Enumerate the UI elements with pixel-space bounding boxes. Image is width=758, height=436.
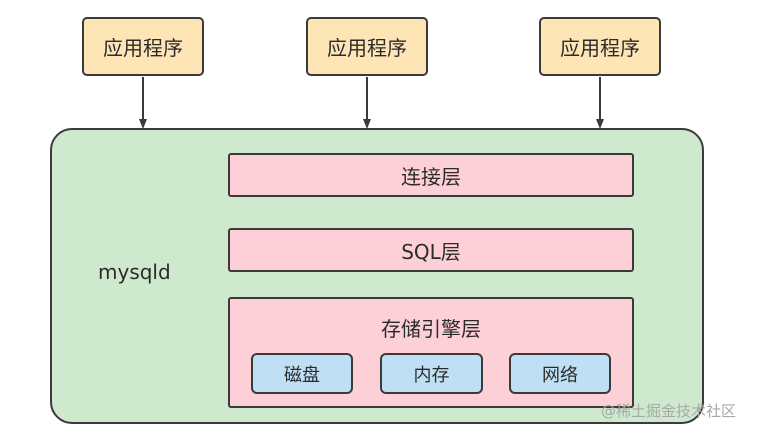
storage-item-disk: 磁盘 (251, 353, 353, 394)
app-box-1-label: 应用程序 (103, 36, 183, 60)
watermark: @稀土掘金技术社区 (601, 402, 737, 420)
sql-layer-label: SQL层 (401, 239, 461, 264)
sql-layer: SQL层 (228, 228, 634, 272)
app-box-3-label: 应用程序 (560, 36, 640, 60)
storage-item-memory: 内存 (380, 353, 483, 394)
app-box-2: 应用程序 (306, 17, 428, 76)
storage-item-disk-label: 磁盘 (284, 364, 320, 386)
app-box-3: 应用程序 (539, 17, 661, 76)
storage-engine-layer-label: 存储引擎层 (381, 317, 481, 341)
storage-engine-layer: 存储引擎层 磁盘 内存 网络 (228, 297, 634, 408)
mysqld-label: mysqld (98, 260, 171, 284)
storage-item-memory-label: 内存 (413, 364, 450, 386)
connection-layer-label: 连接层 (401, 164, 461, 189)
storage-item-network-label: 网络 (542, 364, 578, 386)
app-box-1: 应用程序 (82, 17, 204, 76)
connection-layer: 连接层 (228, 153, 634, 197)
app-box-2-label: 应用程序 (327, 36, 407, 60)
storage-item-network: 网络 (509, 353, 611, 394)
